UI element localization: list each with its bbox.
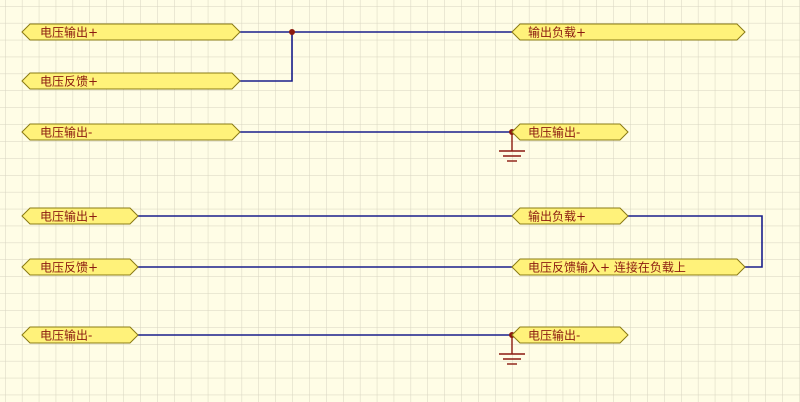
port-both-arrows-icon <box>21 326 139 344</box>
wires <box>138 31 763 336</box>
port-output-load-plus[interactable]: 输出负载+ <box>511 207 629 225</box>
junction-dot <box>289 29 295 35</box>
port-voltage-feedback-input-plus[interactable]: 电压反馈输入+ 连接在负载上 <box>511 258 746 276</box>
port-label: 输出负载+ <box>528 209 586 224</box>
ground-icon[interactable] <box>499 132 525 162</box>
port-both-arrows-icon <box>21 123 241 141</box>
port-both-arrows-icon <box>511 23 746 41</box>
port-label: 电压输出- <box>40 125 92 140</box>
wire-load-plus-to-feedback[interactable] <box>628 215 763 268</box>
port-both-arrows-icon <box>21 72 241 90</box>
port-both-arrows-icon <box>511 258 746 276</box>
port-voltage-output-minus[interactable]: 电压输出- <box>21 326 139 344</box>
port-voltage-output-plus[interactable]: 电压输出+ <box>21 23 241 41</box>
port-both-arrows-icon <box>21 207 139 225</box>
wire-vfb-plus-top[interactable] <box>240 32 293 82</box>
port-voltage-output-plus[interactable]: 电压输出+ <box>21 207 139 225</box>
port-voltage-output-minus[interactable]: 电压输出- <box>511 326 629 344</box>
port-voltage-feedback-plus[interactable]: 电压反馈+ <box>21 258 139 276</box>
port-label: 电压输出- <box>528 125 580 140</box>
port-both-arrows-icon <box>511 326 629 344</box>
port-label: 电压输出+ <box>40 25 98 40</box>
port-output-load-plus[interactable]: 输出负载+ <box>511 23 746 41</box>
port-label: 电压输出- <box>40 328 92 343</box>
ground-icon[interactable] <box>499 335 525 365</box>
port-label: 电压反馈+ <box>40 261 98 275</box>
port-both-arrows-icon <box>511 123 629 141</box>
port-both-arrows-icon <box>21 258 139 276</box>
port-voltage-output-minus[interactable]: 电压输出- <box>21 123 241 141</box>
port-label: 电压输出- <box>528 328 580 343</box>
port-voltage-output-minus[interactable]: 电压输出- <box>511 123 629 141</box>
port-label: 电压反馈输入+ 连接在负载上 <box>528 260 686 275</box>
port-both-arrows-icon <box>21 23 241 41</box>
port-label: 输出负载+ <box>528 25 586 40</box>
port-label: 电压反馈+ <box>40 75 98 89</box>
port-both-arrows-icon <box>511 207 629 225</box>
port-label: 电压输出+ <box>40 209 98 224</box>
port-voltage-feedback-plus[interactable]: 电压反馈+ <box>21 72 241 90</box>
